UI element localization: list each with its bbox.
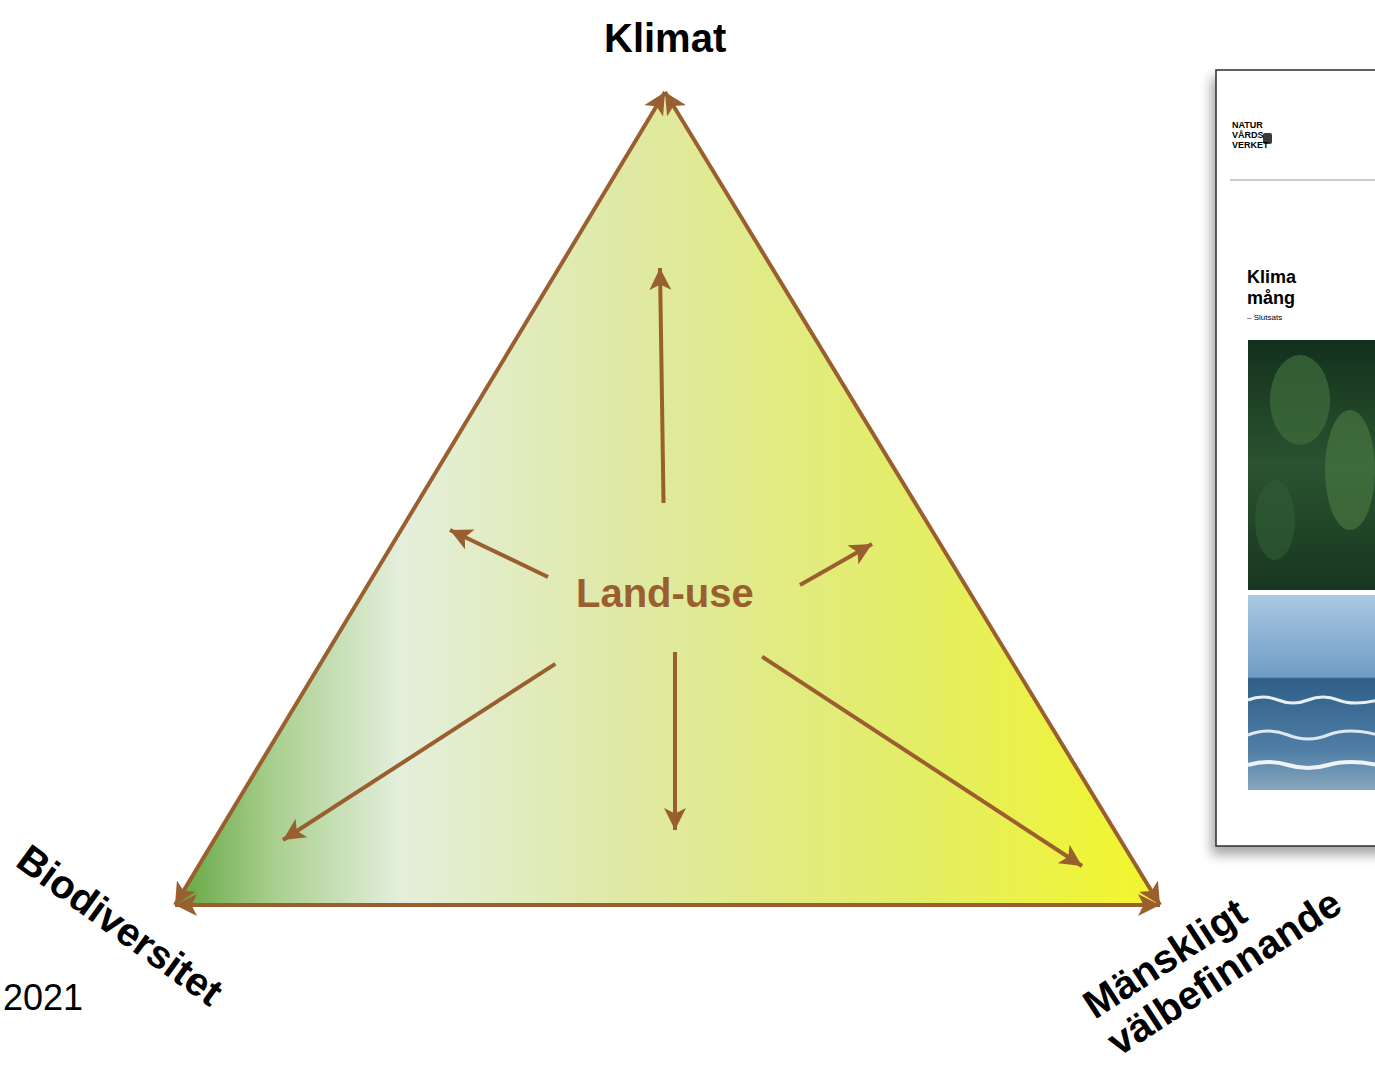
node-text: Klimat <box>604 16 726 60</box>
cover-text: – Slutsats <box>1247 314 1282 323</box>
cover-text: mång <box>1247 289 1295 309</box>
plain-arrows <box>450 530 872 830</box>
connector-arrow <box>175 92 665 905</box>
connector-arrow <box>283 664 555 840</box>
cover-page <box>1216 70 1375 846</box>
node-text: Land-use <box>576 571 754 615</box>
connector-arrow <box>665 92 1160 905</box>
sea-photo <box>1248 595 1375 790</box>
triangle-fill <box>175 92 1160 905</box>
report-cover <box>1216 70 1375 846</box>
cover-text: Klima <box>1247 268 1296 288</box>
vertex-label: Klimat <box>604 16 726 60</box>
arrow <box>673 652 677 830</box>
year-label: 2021 <box>3 978 83 1018</box>
connector-arrow <box>762 657 1082 866</box>
cover-text: VERKET <box>1232 141 1269 151</box>
center-label: Land-use <box>576 571 754 615</box>
arrow <box>450 530 548 577</box>
cover-text: NATUR <box>1232 121 1263 131</box>
cover-rule <box>1230 180 1375 181</box>
forest-photo <box>1248 340 1375 590</box>
arrow <box>800 544 872 585</box>
connector-arrow <box>660 268 664 503</box>
connector-arrow <box>175 903 1160 907</box>
cover-text: VÅRDS <box>1232 131 1264 141</box>
